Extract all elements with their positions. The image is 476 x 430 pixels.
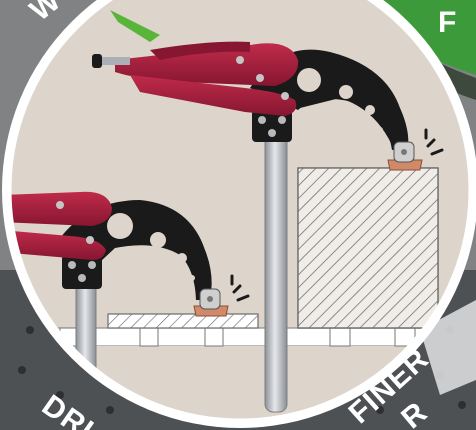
- spindle-right: [265, 130, 287, 412]
- badge-letter: F: [438, 6, 457, 39]
